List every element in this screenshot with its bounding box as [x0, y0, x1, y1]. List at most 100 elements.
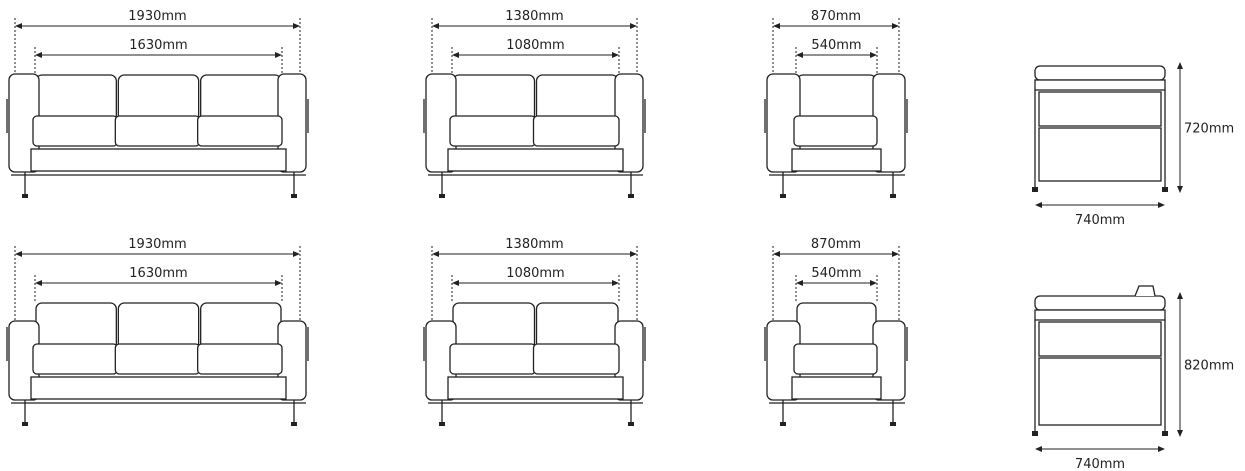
height-arrow-head-top [1177, 292, 1183, 299]
seat-cushion [197, 343, 283, 375]
overall-width-label: 1930mm [128, 9, 186, 24]
sofa-base [791, 376, 882, 400]
seat-width-arrow-head-right [612, 52, 619, 58]
overall-width-arrow-head-left [15, 251, 22, 257]
overall-width-arrow-head-right [293, 251, 300, 257]
seat-width-arrow-head-right [870, 52, 877, 58]
height-label: 720mm [1184, 122, 1234, 137]
depth-arrow-head-left [1035, 446, 1042, 452]
side-foot-left [1032, 187, 1038, 192]
foot-right [890, 194, 896, 198]
sofa-front-drawing [423, 73, 646, 198]
side-upper-panel [1038, 91, 1162, 127]
seat-width-label: 1630mm [129, 266, 187, 281]
height-arrow-head-top [1177, 62, 1183, 69]
foot-right [628, 194, 634, 198]
seat-cushion [793, 343, 878, 375]
seat-cushion [114, 115, 201, 147]
foot-left [22, 194, 28, 198]
seat-width-arrow-head-left [796, 280, 803, 286]
sofa-front-drawing [6, 73, 309, 198]
back-cushion [796, 74, 877, 122]
back-cushion [452, 74, 536, 122]
foot-right [628, 422, 634, 426]
side-view-row1: 720mm 740mm [1032, 62, 1234, 228]
front-view-1-seater-row1: 870mm 540mm [764, 9, 908, 198]
back-cushion [35, 302, 117, 350]
overall-width-arrow-head-left [773, 251, 780, 257]
height-arrow-head-bottom [1177, 430, 1183, 437]
foot-left [780, 422, 786, 426]
overall-width-arrow-head-right [892, 23, 899, 29]
seat-width-label: 540mm [811, 38, 861, 53]
back-cushion [117, 302, 200, 350]
seat-width-arrow-head-right [870, 280, 877, 286]
overall-width-label: 1930mm [128, 237, 186, 252]
front-view-2-seater-row1: 1380mm 1080mm [423, 9, 646, 198]
seat-width-arrow-head-left [796, 52, 803, 58]
side-lower-panel [1038, 357, 1162, 426]
back-cushion [535, 74, 619, 122]
depth-arrow-head-right [1158, 446, 1165, 452]
overall-width-label: 870mm [811, 9, 861, 24]
overall-width-arrow-head-right [630, 23, 637, 29]
seat-width-arrow-head-left [452, 52, 459, 58]
seat-width-label: 540mm [811, 266, 861, 281]
back-cushion [452, 302, 536, 350]
front-view-3-seater-row2: 1930mm 1630mm [6, 237, 309, 426]
side-lower-panel [1038, 127, 1162, 182]
back-cushion [535, 302, 619, 350]
seat-width-label: 1080mm [506, 266, 564, 281]
foot-right [291, 194, 297, 198]
seat-cushion [532, 343, 620, 375]
seat-cushion [32, 115, 118, 147]
seat-width-label: 1630mm [129, 38, 187, 53]
depth-label: 740mm [1075, 457, 1125, 471]
sofa-front-drawing [764, 73, 908, 198]
overall-width-arrow-head-right [892, 251, 899, 257]
seat-width-arrow-head-left [452, 280, 459, 286]
sofa-base [30, 376, 287, 400]
overall-width-arrow-head-right [630, 251, 637, 257]
back-cushion [200, 302, 282, 350]
back-cushion [796, 302, 877, 350]
sofa-front-drawing [764, 302, 908, 426]
foot-left [780, 194, 786, 198]
seat-cushion [114, 343, 201, 375]
front-view-3-seater-row1: 1930mm 1630mm [6, 9, 309, 198]
overall-width-label: 1380mm [505, 237, 563, 252]
seat-width-arrow-head-left [35, 280, 42, 286]
sofa-base [30, 148, 287, 172]
side-upper-band [1034, 309, 1166, 321]
side-upper-panel [1038, 321, 1162, 357]
foot-right [291, 422, 297, 426]
seat-cushion [449, 115, 537, 147]
seat-width-label: 1080mm [506, 38, 564, 53]
sofa-base [447, 376, 624, 400]
overall-width-label: 1380mm [505, 9, 563, 24]
side-top-cushion [1034, 65, 1166, 81]
overall-width-arrow-head-right [293, 23, 300, 29]
seat-width-arrow-head-left [35, 52, 42, 58]
seat-cushion [793, 115, 878, 147]
overall-width-arrow-head-left [15, 23, 22, 29]
foot-left [439, 422, 445, 426]
side-foot-right [1162, 431, 1168, 436]
foot-right [890, 422, 896, 426]
seat-width-arrow-head-right [275, 52, 282, 58]
back-cushion [117, 74, 200, 122]
overall-width-arrow-head-left [432, 251, 439, 257]
back-cushion [200, 74, 282, 122]
foot-left [439, 194, 445, 198]
overall-width-label: 870mm [811, 237, 861, 252]
depth-label: 740mm [1075, 213, 1125, 228]
side-headrest [1134, 285, 1156, 297]
side-foot-right [1162, 187, 1168, 192]
sofa-front-drawing [423, 302, 646, 426]
sofa-front-drawing [6, 302, 309, 426]
front-view-1-seater-row2: 870mm 540mm [764, 237, 908, 426]
back-cushion [35, 74, 117, 122]
foot-left [22, 422, 28, 426]
front-view-2-seater-row2: 1380mm 1080mm [423, 237, 646, 426]
